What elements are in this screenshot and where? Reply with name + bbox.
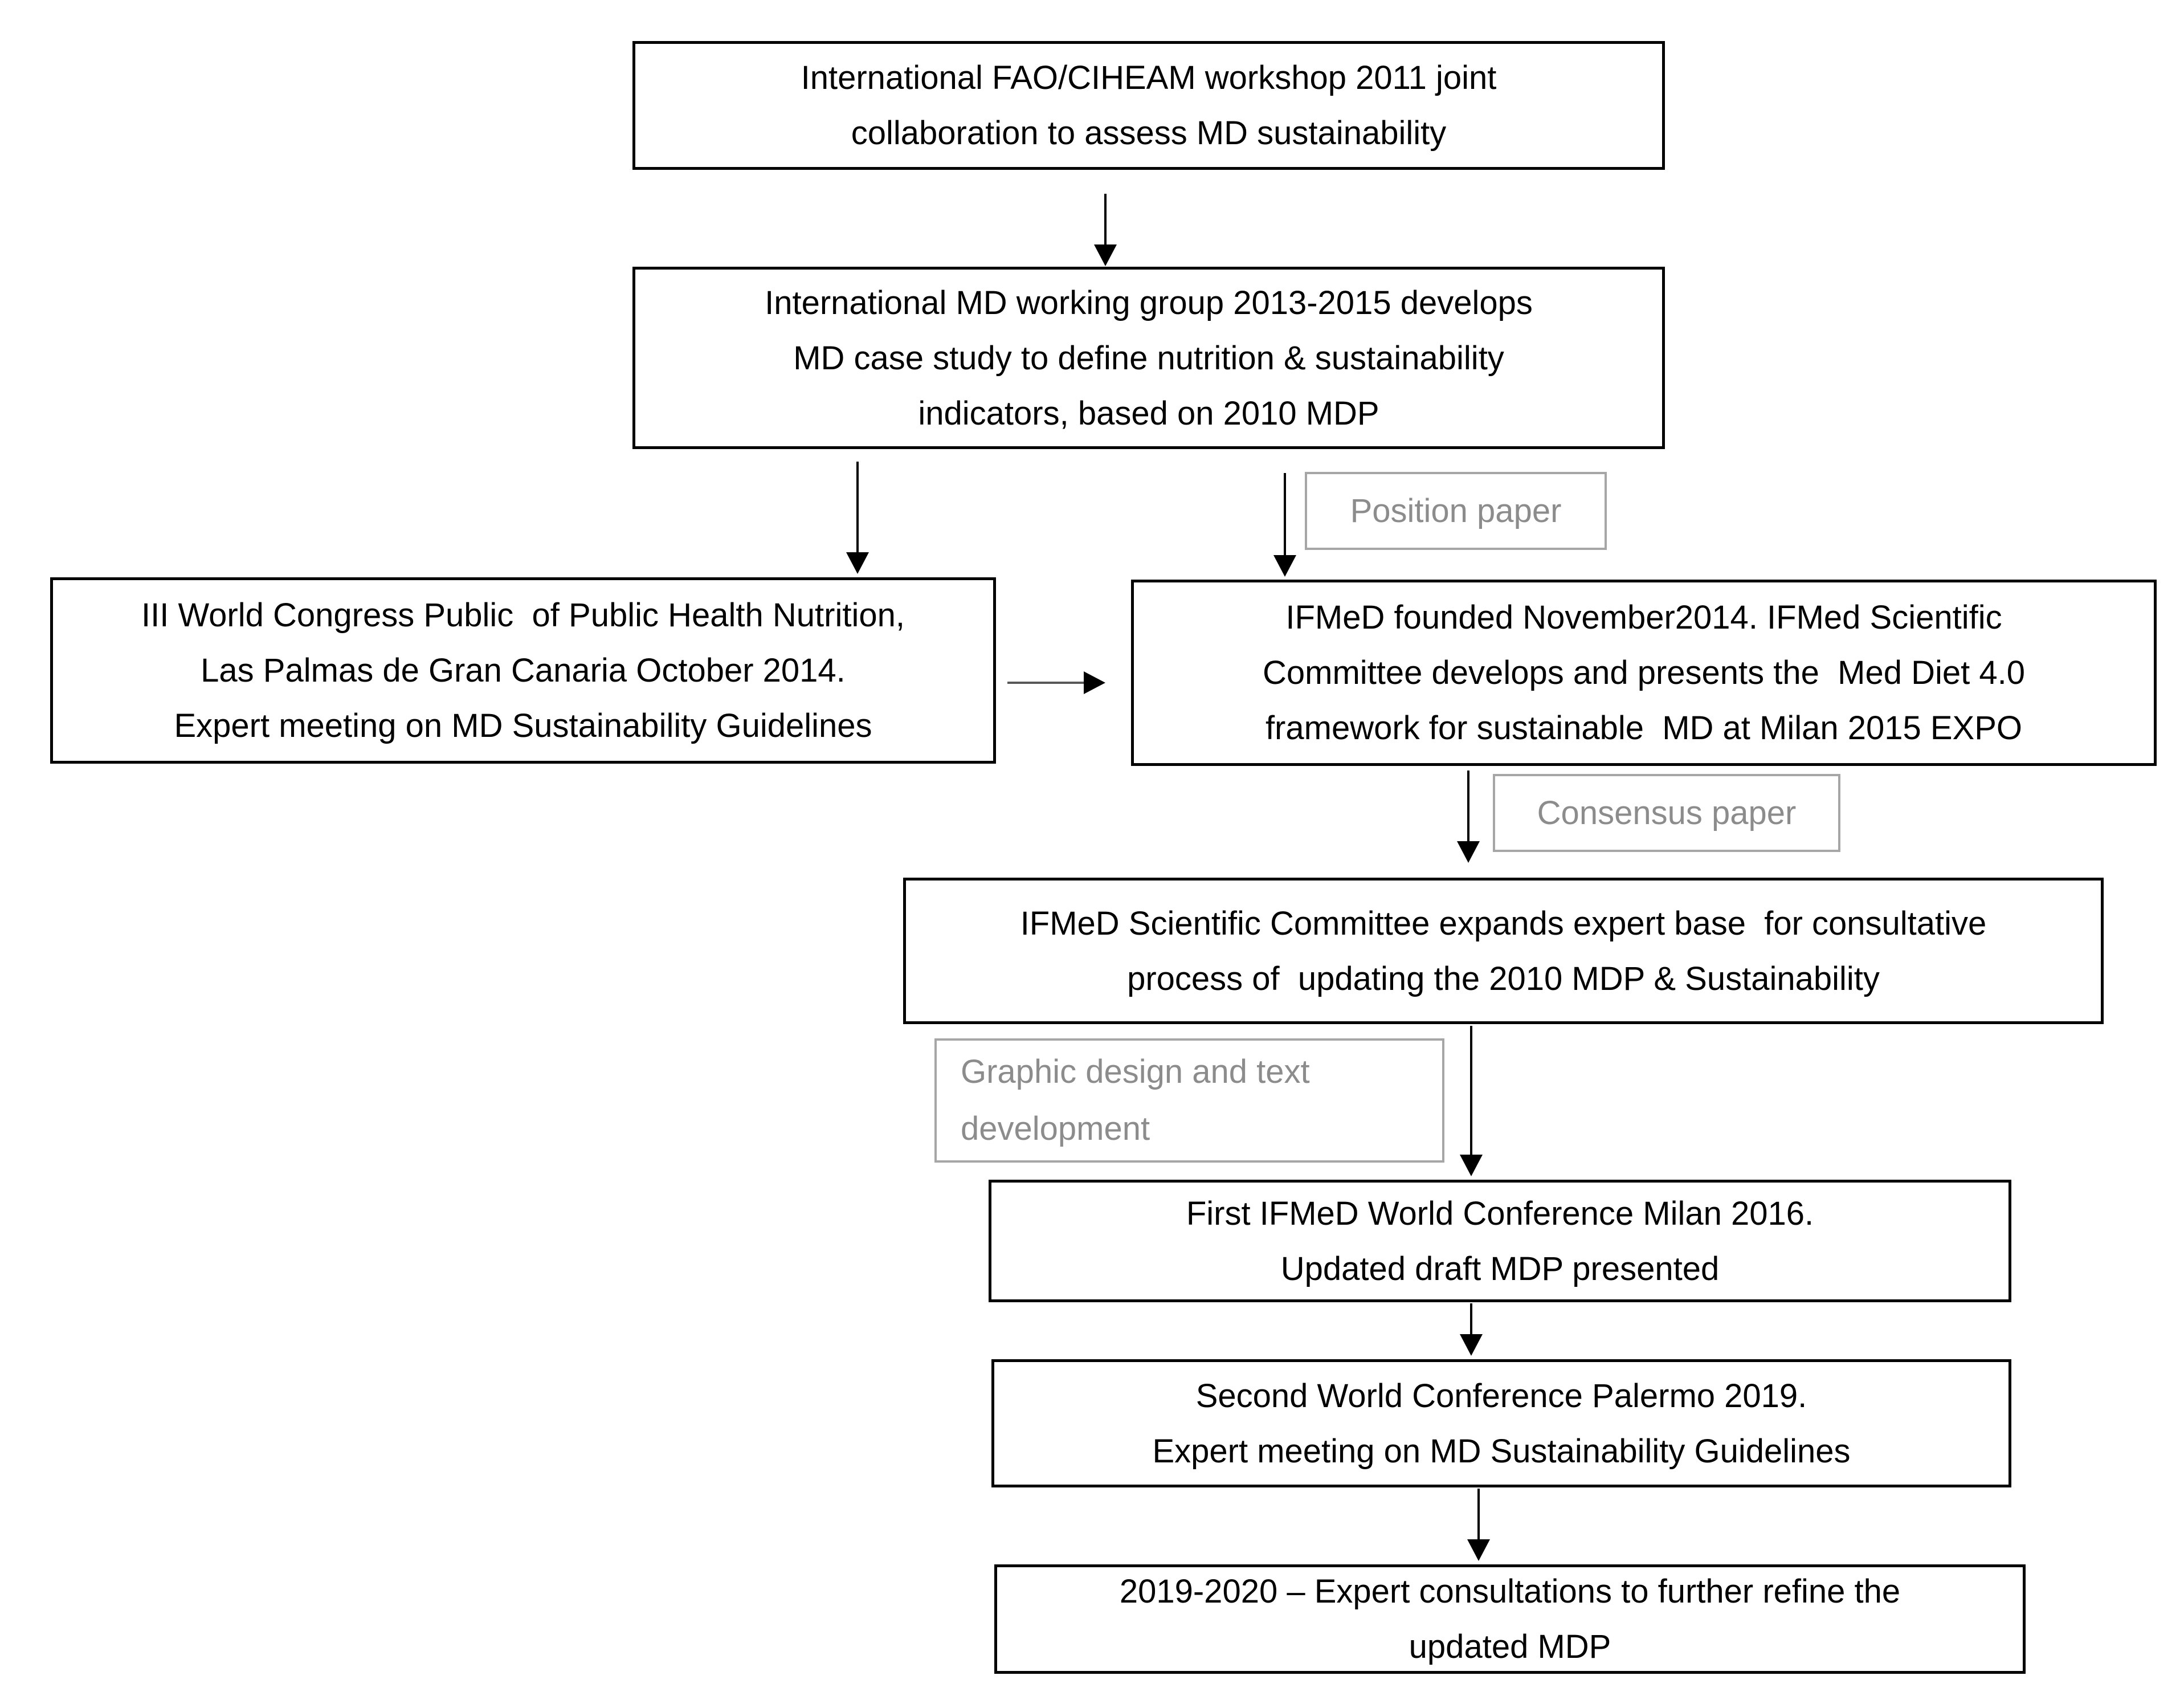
node-expert-consultations-text: 2019-2020 – Expert consultations to furt… <box>1119 1573 1901 1665</box>
node-world-congress-text: III World Congress Public of Public Heal… <box>141 597 905 744</box>
arrow-first-to-second-conference-icon <box>1470 1303 1472 1334</box>
label-graphic-design-text: Graphic design and text development <box>961 1053 1310 1147</box>
node-committee-expands: IFMeD Scientific Committee expands exper… <box>903 878 2104 1024</box>
node-md-working-group: International MD working group 2013-2015… <box>632 267 1665 449</box>
arrow-workshop-to-working-group-icon <box>1104 194 1107 244</box>
node-world-congress: III World Congress Public of Public Heal… <box>50 577 996 764</box>
node-fao-ciheam-workshop: International FAO/CIHEAM workshop 2011 j… <box>632 41 1665 170</box>
label-consensus-paper-text: Consensus paper <box>1537 794 1797 831</box>
node-ifmed-founded-text: IFMeD founded November2014. IFMed Scient… <box>1263 599 2025 747</box>
label-position-paper-text: Position paper <box>1350 492 1562 529</box>
node-first-world-conference: First IFMeD World Conference Milan 2016.… <box>989 1180 2011 1302</box>
arrow-expands-to-first-conference-icon <box>1470 1026 1472 1155</box>
label-graphic-design: Graphic design and text development <box>934 1038 1444 1163</box>
arrow-working-group-to-congress-icon <box>856 462 859 552</box>
arrow-second-conference-to-consultations-icon <box>1477 1489 1480 1539</box>
node-md-working-group-text: International MD working group 2013-2015… <box>765 284 1533 432</box>
node-fao-ciheam-workshop-text: International FAO/CIHEAM workshop 2011 j… <box>801 59 1497 152</box>
label-consensus-paper: Consensus paper <box>1493 774 1840 852</box>
node-first-world-conference-text: First IFMeD World Conference Milan 2016.… <box>1186 1195 1814 1287</box>
node-second-world-conference: Second World Conference Palermo 2019. Ex… <box>991 1359 2011 1487</box>
arrow-working-group-to-ifmed-icon <box>1284 473 1286 555</box>
node-committee-expands-text: IFMeD Scientific Committee expands exper… <box>1020 904 1987 997</box>
node-ifmed-founded: IFMeD founded November2014. IFMed Scient… <box>1131 580 2157 766</box>
label-position-paper: Position paper <box>1305 472 1607 550</box>
arrow-congress-to-ifmed-icon <box>1007 682 1084 684</box>
arrow-ifmed-to-expands-icon <box>1467 771 1469 841</box>
node-expert-consultations: 2019-2020 – Expert consultations to furt… <box>994 1564 2026 1674</box>
node-second-world-conference-text: Second World Conference Palermo 2019. Ex… <box>1152 1377 1851 1470</box>
